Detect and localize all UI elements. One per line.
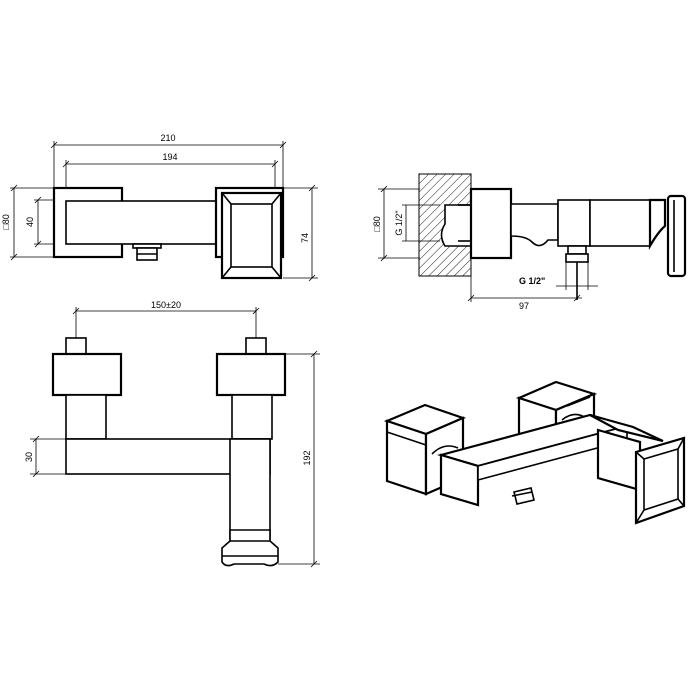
dimension-body-section: □80 [1, 184, 54, 261]
label-centres: 150±20 [151, 300, 181, 310]
side-mixer-cartridge [589, 199, 651, 247]
side-handle-lever [648, 198, 667, 251]
label-overall-width: 210 [160, 133, 175, 143]
label-bar-height: 40 [25, 217, 35, 227]
dimension-centres: 150±20 [72, 300, 260, 338]
label-projection: 97 [519, 301, 529, 311]
dimension-outlet-thread: G 1/2" [519, 262, 598, 290]
label-inner-width: 194 [162, 152, 177, 162]
left-post [65, 394, 107, 440]
left-inlet-stub [65, 337, 87, 355]
label-front-bar-height: 30 [24, 452, 34, 462]
iso-handle-plate [634, 436, 686, 525]
side-outlet-nut [565, 245, 589, 300]
right-post [231, 394, 273, 440]
spout-bar [65, 200, 227, 245]
left-cap [51, 352, 123, 397]
right-cap [215, 352, 287, 397]
iso-outlet-nut [511, 487, 535, 505]
side-handle-plate [666, 194, 687, 278]
handle-plate [220, 191, 283, 280]
label-total-height: 192 [302, 450, 312, 465]
dimension-210: 210 [50, 133, 287, 188]
dimension-front-bar-height: 30 [24, 435, 66, 478]
label-outlet-thread: G 1/2" [519, 276, 545, 286]
dimension-wall-section: □80 [372, 185, 420, 262]
side-mixer-body [557, 199, 591, 247]
label-body-section: □80 [1, 214, 11, 229]
side-view: □80 G 1/2" [372, 173, 687, 311]
iso-spout-bar [436, 413, 632, 507]
outlet-nut [132, 243, 162, 261]
label-inlet-thread: G 1/2" [394, 210, 404, 235]
dimension-projection: 97 [467, 276, 582, 311]
label-handle-height: 74 [300, 233, 310, 243]
front-view: 150±20 30 [24, 300, 320, 568]
front-outlet-base [221, 529, 279, 567]
top-view: 210 194 □80 40 [1, 133, 318, 282]
front-outlet-body [229, 438, 271, 540]
side-body-block [469, 187, 513, 260]
wall-cavity [440, 204, 472, 247]
dimension-handle-height: 74 [283, 184, 318, 282]
dimension-total-height: 192 [278, 350, 320, 568]
label-wall-section: □80 [372, 216, 382, 231]
isometric-view [383, 380, 686, 525]
side-spout [510, 203, 559, 247]
right-inlet-stub [245, 337, 267, 355]
